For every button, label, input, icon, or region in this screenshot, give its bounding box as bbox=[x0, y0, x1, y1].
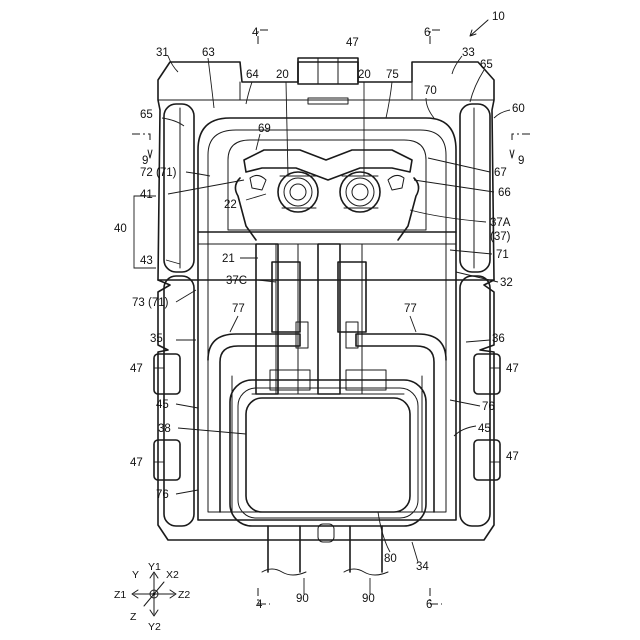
label-47-left-upper: 47 bbox=[130, 363, 143, 375]
label-37A: 37A bbox=[490, 217, 511, 229]
side-latch-right-lower bbox=[474, 440, 500, 480]
label-9-left: 9 bbox=[142, 155, 148, 167]
axis-Y1: Y1 bbox=[148, 561, 161, 573]
label-76-left: 76 bbox=[156, 489, 169, 501]
left-column bbox=[164, 104, 194, 272]
label-47-left-lower: 47 bbox=[130, 457, 143, 469]
label-60: 60 bbox=[512, 103, 525, 115]
axis-Y: Y bbox=[132, 569, 139, 581]
axis-indicator: Y1 Y X2 Z1 Z2 Z Y2 bbox=[114, 561, 190, 633]
retainer-right bbox=[356, 334, 446, 512]
side-latch-right-upper bbox=[474, 354, 500, 394]
label-41: 41 bbox=[140, 189, 153, 201]
section-line-4-top bbox=[258, 30, 270, 44]
label-72-71: 72 (71) bbox=[140, 167, 177, 179]
label-75: 75 bbox=[386, 69, 399, 81]
seal-45 bbox=[230, 380, 426, 526]
axis-Z2: Z2 bbox=[178, 589, 190, 601]
axis-X2: X2 bbox=[166, 569, 179, 581]
label-90-left: 90 bbox=[296, 593, 309, 605]
label-22: 22 bbox=[224, 199, 237, 211]
label-73-71: 73 (71) bbox=[132, 297, 169, 309]
locking-projection-right bbox=[398, 178, 419, 240]
label-32: 32 bbox=[500, 277, 513, 289]
label-77-left: 77 bbox=[232, 303, 245, 315]
label-65-top: 65 bbox=[480, 59, 493, 71]
label-63: 63 bbox=[202, 47, 215, 59]
label-76-right: 76 bbox=[482, 401, 495, 413]
label-4-top: 4 bbox=[252, 27, 259, 39]
label-67: 67 bbox=[494, 167, 507, 179]
axis-Z1: Z1 bbox=[114, 589, 126, 601]
retainer-left bbox=[208, 334, 300, 512]
label-21: 21 bbox=[222, 253, 235, 265]
terminal-shaft-right bbox=[318, 244, 340, 394]
label-37: (37) bbox=[490, 231, 511, 243]
label-47-right-upper: 47 bbox=[506, 363, 519, 375]
label-90-right: 90 bbox=[362, 593, 375, 605]
label-45-left: 45 bbox=[156, 399, 169, 411]
label-10: 10 bbox=[492, 11, 505, 23]
section-line-9-left bbox=[132, 134, 150, 142]
section-line-9-right bbox=[512, 134, 530, 142]
label-9-right: 9 bbox=[518, 155, 524, 167]
section-line-6-top bbox=[430, 30, 442, 44]
lock-arm bbox=[244, 150, 412, 180]
label-47-right-lower: 47 bbox=[506, 451, 519, 463]
label-34: 34 bbox=[416, 561, 429, 573]
label-6-top: 6 bbox=[424, 27, 430, 39]
label-36: 36 bbox=[492, 333, 505, 345]
label-31: 31 bbox=[156, 47, 169, 59]
axis-Y2: Y2 bbox=[148, 621, 161, 633]
label-77-right: 77 bbox=[404, 303, 417, 315]
label-47-top: 47 bbox=[346, 37, 359, 49]
label-40: 40 bbox=[114, 223, 127, 235]
axis-Z: Z bbox=[130, 611, 137, 623]
label-66: 66 bbox=[498, 187, 511, 199]
label-69: 69 bbox=[258, 123, 271, 135]
label-4-bottom: 4 bbox=[256, 599, 263, 611]
label-38: 38 bbox=[158, 423, 171, 435]
label-71: 71 bbox=[496, 249, 509, 261]
wire-block-38 bbox=[246, 398, 410, 512]
label-20-right: 20 bbox=[358, 69, 371, 81]
label-35: 35 bbox=[150, 333, 163, 345]
label-45-right: 45 bbox=[478, 423, 491, 435]
label-64: 64 bbox=[246, 69, 259, 81]
label-70: 70 bbox=[424, 85, 437, 97]
label-37C: 37C bbox=[226, 275, 247, 287]
locking-projection-left bbox=[235, 178, 256, 240]
ref-arrow-10 bbox=[470, 20, 488, 36]
label-6-bottom: 6 bbox=[426, 599, 432, 611]
label-43: 43 bbox=[140, 255, 153, 267]
label-65-left: 65 bbox=[140, 109, 153, 121]
label-80: 80 bbox=[384, 553, 397, 565]
label-20-left: 20 bbox=[276, 69, 289, 81]
label-33: 33 bbox=[462, 47, 475, 59]
terminal-shaft-left bbox=[256, 244, 278, 394]
